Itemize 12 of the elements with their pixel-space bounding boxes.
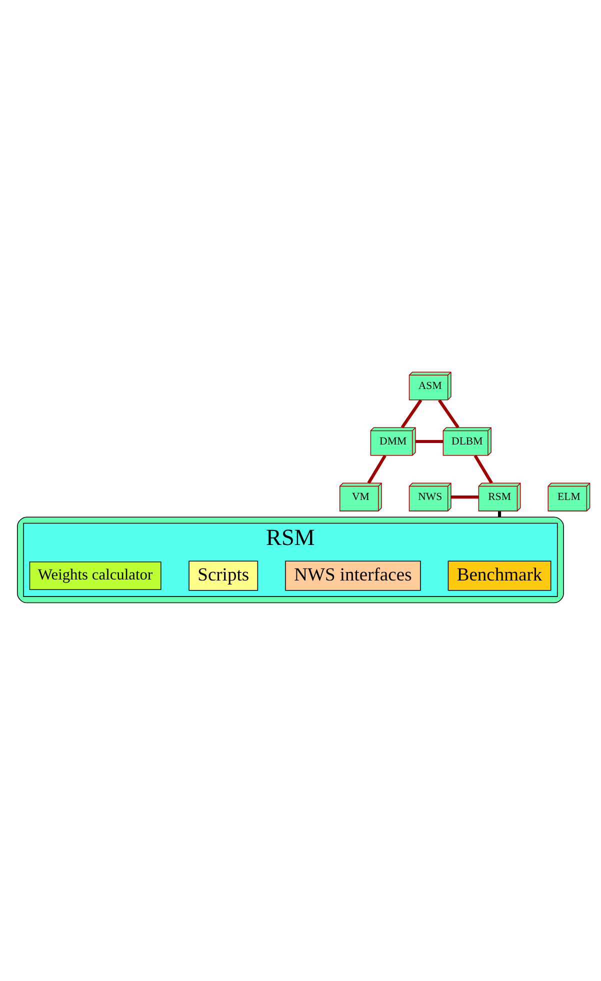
connector (438, 399, 460, 428)
cluster (17, 516, 564, 604)
node-box: Benchmark (448, 560, 552, 591)
connector (450, 496, 479, 499)
node-box: Scripts (188, 560, 258, 591)
connector (474, 454, 493, 484)
connector (416, 440, 444, 444)
connector (367, 454, 386, 484)
connector (498, 511, 502, 518)
connector (400, 399, 422, 428)
node-box: Weights calculator (29, 561, 162, 590)
node-box: NWS interfaces (285, 560, 421, 591)
